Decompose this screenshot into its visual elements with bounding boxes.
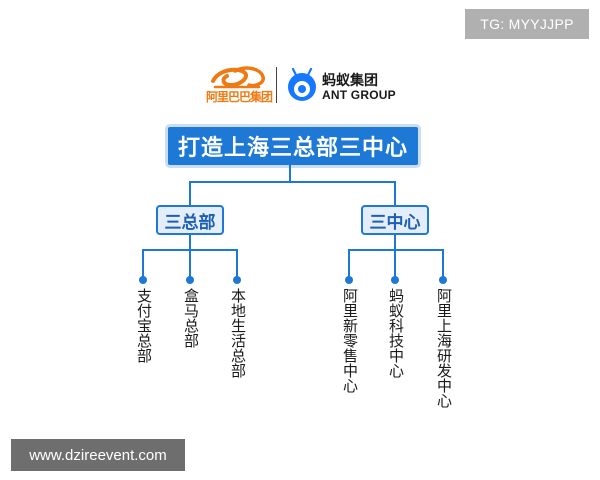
leaf-dot: [391, 276, 399, 284]
leaf-ali-new-retail-center: 阿里新零售中心: [341, 288, 359, 393]
connector-left-leaf-1: [142, 249, 144, 277]
connector-left-leaf-2: [189, 249, 191, 277]
connector-right-drop: [394, 181, 396, 206]
leaf-local-services-hq: 本地生活总部: [229, 288, 247, 378]
watermark-url: www.dzireevent.com: [11, 439, 185, 471]
branch-node-headquarters: 三总部: [156, 205, 224, 235]
logo-divider: [276, 67, 277, 103]
leaf-dot: [139, 276, 147, 284]
connector-right-leaf-3: [442, 249, 444, 277]
leaf-ant-tech-center: 蚂蚁科技中心: [387, 288, 405, 378]
connector-right-leaf-2: [394, 249, 396, 277]
watermark-tg: TG: MYYJJPP: [465, 9, 589, 39]
ant-group-name-en: ANT GROUP: [322, 88, 396, 102]
root-node: 打造上海三总部三中心: [165, 124, 421, 168]
alibaba-logo-text: 阿里巴巴集团: [205, 90, 273, 104]
connector-right-leaf-1: [348, 249, 350, 277]
alibaba-logo-icon: [211, 66, 265, 89]
ant-group-logo-icon: [288, 68, 316, 101]
leaf-dot: [439, 276, 447, 284]
leaf-hema-hq: 盒马总部: [182, 288, 200, 348]
leaf-dot: [345, 276, 353, 284]
connector-left-drop: [189, 181, 191, 206]
ant-group-name-cn: 蚂蚁集团: [322, 73, 378, 89]
leaf-dot: [233, 276, 241, 284]
connector-left-leaf-3: [236, 249, 238, 277]
leaf-dot: [186, 276, 194, 284]
connector-right-horizontal: [348, 249, 444, 251]
leaf-ali-shanghai-rd-center: 阿里上海研发中心: [435, 288, 453, 408]
connector-root-stem: [289, 165, 291, 182]
leaf-alipay-hq: 支付宝总部: [135, 288, 153, 363]
connector-left-stem: [189, 235, 191, 250]
branch-node-centers: 三中心: [361, 205, 429, 235]
connector-root-horizontal: [189, 181, 396, 183]
connector-right-stem: [394, 235, 396, 250]
